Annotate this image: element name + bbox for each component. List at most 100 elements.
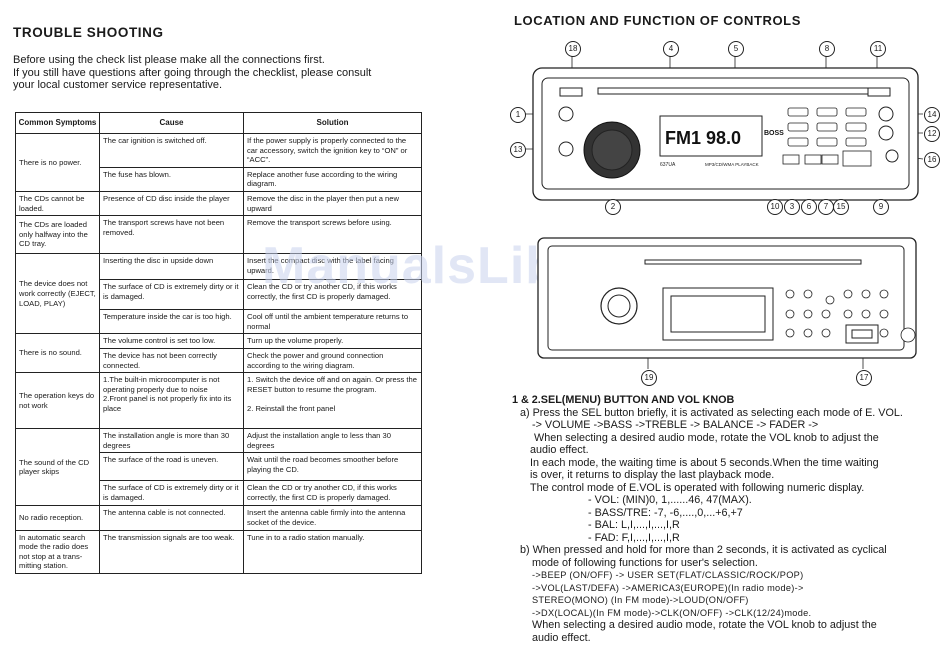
intro-line: If you still have questions after going … [13, 66, 372, 79]
button-1 [558, 106, 574, 122]
header-solution: Solution [243, 112, 422, 134]
solution-cell: Remove the disc in the player then put a… [243, 190, 422, 217]
para-line: audio effect. [532, 631, 591, 644]
symptom-cell: No radio reception. [15, 505, 100, 531]
callout-number: 7 [818, 199, 834, 215]
callout-number: 11 [870, 41, 886, 57]
solution-cell: 1. Switch the device off and on again. O… [243, 372, 422, 430]
callout-number: 8 [819, 41, 835, 57]
callout-number: 19 [641, 370, 657, 386]
section-title: 1 & 2.SEL(MENU) BUTTON AND VOL KNOB [512, 394, 735, 406]
table-row: The device has not been correctly connec… [16, 347, 422, 374]
mode-sequence: -> VOLUME ->BASS ->TREBLE -> BALANCE -> … [532, 419, 819, 431]
symptom-cell: There is no power. [15, 133, 100, 192]
troubleshooting-table: Common Symptoms Cause Solution There is … [15, 112, 422, 574]
table-row: The device does not work correctly (EJEC… [15, 253, 422, 335]
brand-label: BOSS [764, 130, 784, 137]
solution-cell: Insert the antenna cable firmly into the… [243, 505, 422, 531]
cause-cell: The antenna cable is not connected. [99, 505, 244, 531]
vol-range: - VOL: (MIN)0, 1,......46, 47(MAX). [588, 494, 752, 506]
cause-cell: The device has not been correctly connec… [99, 347, 244, 374]
cause-cell: The surface of CD is extremely dirty or … [99, 279, 244, 311]
para-line: mode of following functions for user's s… [532, 556, 758, 569]
button-18 [559, 87, 583, 97]
cause-cell: Inserting the disc in upside down [99, 253, 244, 281]
header-symptoms: Common Symptoms [15, 112, 100, 134]
para-line: is over, it returns to display the last … [530, 469, 775, 481]
para-line: audio effect. [530, 444, 589, 456]
callout-number: 9 [873, 199, 889, 215]
solution-cell: Clean the CD or try another CD, if this … [243, 279, 422, 311]
bal-range: - BAL: L,I,...,I,...,I,R [588, 519, 680, 531]
table-row: There is no sound.The volume control is … [15, 333, 422, 374]
cause-cell: 1.The built-in microcomputer is not oper… [99, 372, 244, 430]
table-row: There is no power.The car ignition is sw… [15, 133, 422, 192]
cause-cell: The volume control is set too low. [99, 333, 244, 349]
table-row: No radio reception.The antenna cable is … [15, 505, 422, 531]
solution-cell: Insert the compact disc with the label f… [243, 253, 422, 281]
callout-number: 16 [924, 152, 940, 168]
function-cycle: ->BEEP (ON/OFF) -> USER SET(FLAT/CLASSIC… [532, 570, 804, 580]
cause-cell: The installation angle is more than 30 d… [99, 428, 244, 454]
intro-line: Before using the check list please make … [13, 54, 325, 66]
para-line: The control mode of E.VOL is operated wi… [530, 481, 865, 494]
button-16 [885, 149, 899, 163]
troubleshooting-title: TROUBLE SHOOTING [13, 25, 164, 40]
solution-cell: Tune in to a radio station manually. [243, 529, 422, 574]
solution-cell: Adjust the installation angle to less th… [243, 428, 422, 454]
solution-cell: Replace another fuse according to the wi… [243, 166, 422, 192]
symptom-cell: The operation keys do not work [15, 372, 100, 430]
callout-number: 5 [728, 41, 744, 57]
table-row: The surface of CD is extremely dirty or … [16, 480, 422, 507]
table-row: The CDs cannot be loaded.Presence of CD … [15, 190, 422, 217]
callout-number: 17 [856, 370, 872, 386]
symptom-cell: The sound of the CD player skips [15, 428, 100, 507]
para-line: When selecting a desired audio mode, rot… [532, 619, 877, 631]
fad-range: - FAD: F,I,...,I,...,I,R [588, 531, 680, 544]
button-14 [878, 106, 894, 122]
para-a: a) Press the SEL button briefly, it is a… [520, 406, 903, 419]
cause-cell: The car ignition is switched off. [99, 133, 244, 168]
callout-number: 13 [510, 142, 526, 158]
button-grid [782, 107, 872, 167]
callout-number: 4 [663, 41, 679, 57]
cause-cell: Temperature inside the car is too high. [99, 309, 244, 335]
solution-cell: Wait until the road becomes smoother bef… [243, 452, 422, 482]
solution-cell: Clean the CD or try another CD, if this … [243, 480, 422, 507]
function-cycle: ->DX(LOCAL)(In FM mode)->CLK(ON/OFF) ->C… [532, 607, 812, 618]
symptom-cell: The CDs cannot be loaded. [15, 190, 100, 217]
symptom-cell: The CDs are loaded only halfway into the… [15, 215, 100, 255]
callout-number: 3 [784, 199, 800, 215]
button-13 [558, 141, 574, 157]
symptom-cell: The device does not work correctly (EJEC… [15, 253, 100, 335]
table-row: In automatic search mode the radio does … [15, 529, 422, 574]
solution-cell: Cool off until the ambient temperature r… [243, 309, 422, 335]
para-b: b) When pressed and hold for more than 2… [520, 544, 887, 556]
table-row: Temperature inside the car is too high.C… [16, 309, 422, 335]
callout-number: 15 [833, 199, 849, 215]
callout-number: 1 [510, 107, 526, 123]
intro-text: Before using the check list please make … [13, 54, 371, 92]
device-diagram: FM1 98.0 BOSS 637UA MP3/CD/WMA PLAYBACK [524, 55, 924, 369]
cd-slot [597, 87, 879, 95]
callout-number: 12 [924, 126, 940, 142]
controls-title: LOCATION AND FUNCTION OF CONTROLS [514, 13, 801, 28]
callout-number: 18 [565, 41, 581, 57]
lcd-text: FM1 98.0 [665, 128, 741, 148]
table-row: The surface of CD is extremely dirty or … [16, 279, 422, 311]
para-line: In each mode, the waiting time is about … [530, 456, 879, 469]
function-cycle: STEREO(MONO) (In FM mode)->LOUD(ON/OFF) [532, 595, 749, 605]
cause-cell: The transport screws have not been remov… [99, 215, 244, 255]
table-row: The CDs are loaded only halfway into the… [15, 215, 422, 255]
table-row: The fuse has blown.Replace another fuse … [16, 166, 422, 192]
playback-label: MP3/CD/WMA PLAYBACK [705, 162, 759, 167]
lcd-display [659, 115, 763, 157]
model-label: 637UA [660, 162, 676, 168]
symptom-cell: There is no sound. [15, 333, 100, 374]
header-cause: Cause [99, 112, 244, 134]
symptom-cell: In automatic search mode the radio does … [15, 529, 100, 574]
callout-number: 14 [924, 107, 940, 123]
cause-cell: The surface of CD is extremely dirty or … [99, 480, 244, 507]
